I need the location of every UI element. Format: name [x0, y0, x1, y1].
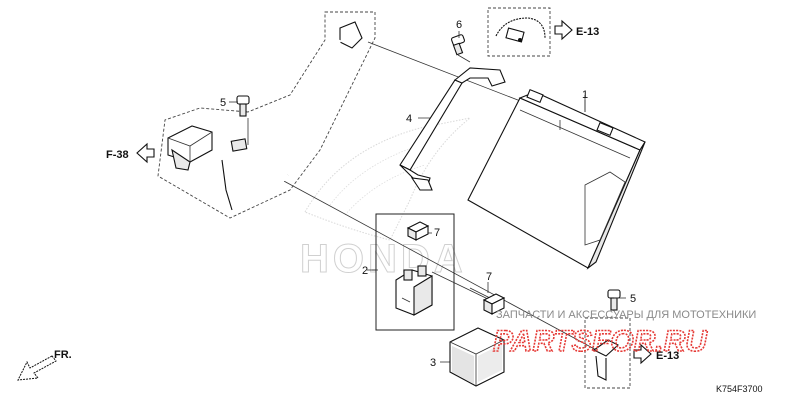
shop-watermark-logo: PARTSFOR.RU: [493, 325, 708, 358]
bolt-part-5-left[interactable]: [236, 95, 250, 117]
positive-terminal-lower[interactable]: [592, 339, 619, 381]
battery-band-part-4[interactable]: [399, 67, 506, 191]
callout-7-upper: 7: [434, 227, 440, 239]
reference-e13-bottom-label: E-13: [656, 350, 679, 362]
battery-part-1[interactable]: [467, 88, 646, 270]
positive-cable-end[interactable]: [495, 17, 546, 43]
bolt-part-5-right[interactable]: [607, 289, 621, 311]
callout-2: 2: [362, 265, 368, 277]
callout-numbers: 1 2 3 4 5 5 6 7 7: [220, 19, 636, 369]
callout-leader-lines: [229, 31, 626, 299]
arrow-right-icon: [554, 19, 573, 41]
callout-5-left: 5: [220, 97, 226, 109]
bolt-part-6[interactable]: [451, 34, 465, 56]
battery-holder-part-3[interactable]: [449, 327, 505, 387]
arrow-left-icon: [136, 142, 155, 164]
honda-logo-text: HONDA: [300, 237, 467, 281]
callout-7-lower: 7: [486, 271, 492, 283]
front-direction-label: FR.: [54, 349, 72, 361]
arrow-right-icon: [633, 343, 652, 365]
honda-wing-icon: [304, 117, 471, 241]
callout-3: 3: [430, 357, 436, 369]
shop-watermark: ЗАПЧАСТИ И АКСЕССУАРЫ ДЛЯ МОТОТЕХНИКИ PA…: [492, 309, 756, 359]
diagram-code: K754F3700: [716, 384, 763, 394]
callout-5-right: 5: [630, 293, 636, 305]
callout-1: 1: [582, 89, 588, 101]
starter-relay-part-2[interactable]: [375, 213, 455, 331]
callout-6: 6: [456, 19, 462, 31]
reference-e13-bottom[interactable]: E-13: [633, 343, 679, 365]
reference-e13-top[interactable]: E-13: [554, 19, 599, 41]
shop-watermark-caption: ЗАПЧАСТИ И АКСЕССУАРЫ ДЛЯ МОТОТЕХНИКИ: [496, 309, 756, 321]
arrow-down-left-icon: [17, 355, 57, 381]
reference-f38-label: F-38: [106, 149, 129, 161]
reference-f38[interactable]: F-38: [106, 142, 155, 164]
negative-cable-harness[interactable]: [220, 21, 363, 211]
honda-watermark: HONDA: [300, 117, 471, 282]
fuse-part-7-lower[interactable]: [482, 293, 506, 315]
front-direction-indicator: FR.: [17, 349, 72, 381]
fuse-part-7-upper[interactable]: [406, 221, 430, 241]
callout-4: 4: [406, 113, 412, 125]
dashed-group-frames: [157, 7, 631, 389]
reference-e13-top-label: E-13: [576, 26, 599, 38]
terminal-cover[interactable]: [167, 125, 213, 171]
